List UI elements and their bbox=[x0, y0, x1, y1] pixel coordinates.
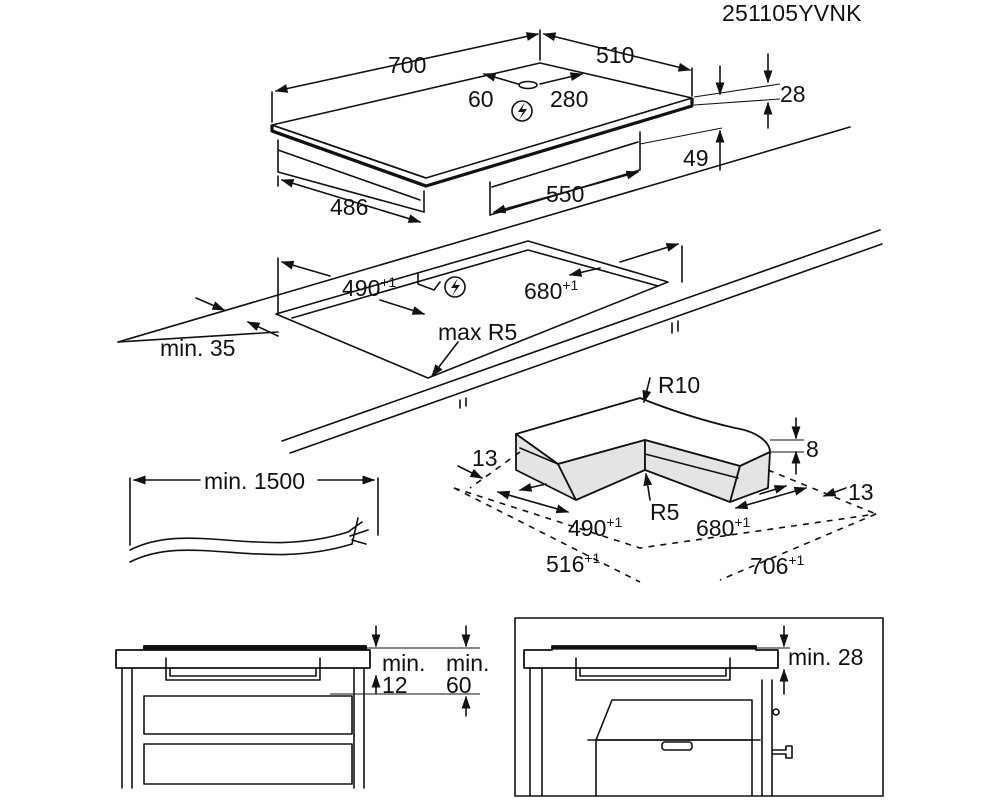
hob-thickness-label: 28 bbox=[780, 81, 806, 107]
recess-edge-left-label: 13 bbox=[472, 445, 498, 471]
max-radius-label: max R5 bbox=[438, 319, 517, 345]
cable-offset-b-label: 280 bbox=[550, 86, 588, 112]
cutout-depth-label: 490+1 bbox=[342, 274, 397, 301]
document-code: 251105YVNK bbox=[722, 0, 862, 26]
recess-rebate-label: 8 bbox=[806, 436, 819, 462]
recess-edge-right-label: 13 bbox=[848, 479, 874, 505]
recess-inner-width-label: 680+1 bbox=[696, 514, 751, 541]
cable-length-label: min. 1500 bbox=[204, 468, 305, 494]
worktop-cutout-drawing bbox=[117, 126, 883, 454]
lightning-icon bbox=[444, 276, 466, 298]
cable-drawing bbox=[129, 475, 379, 563]
cable-offset-a-label: 60 bbox=[468, 86, 494, 112]
section-oven-drawing bbox=[514, 617, 884, 797]
hob-height-label: 49 bbox=[683, 145, 709, 171]
hob-depth-label: 510 bbox=[596, 42, 634, 68]
recess-outer-depth-label: 516+1 bbox=[546, 550, 601, 577]
recess-inner-depth-label: 490+1 bbox=[568, 514, 623, 541]
min-front-label: min. 35 bbox=[160, 335, 235, 361]
section-left-a-top: min. bbox=[382, 650, 425, 676]
recess-radius-outer-label: R10 bbox=[658, 372, 700, 398]
recess-drawing bbox=[453, 377, 877, 583]
cutout-width-label: 680+1 bbox=[524, 277, 579, 304]
section-left-b-top: min. bbox=[446, 650, 489, 676]
recess-outer-width-label: 706+1 bbox=[750, 552, 805, 579]
body-depth-label: 486 bbox=[330, 194, 368, 220]
section-left-a-bottom: 12 bbox=[382, 672, 408, 698]
recess-radius-inner-label: R5 bbox=[650, 499, 679, 525]
hob-width-label: 700 bbox=[388, 52, 426, 78]
section-drawers-drawing bbox=[115, 625, 480, 789]
section-right-label: min. 28 bbox=[788, 644, 863, 670]
body-width-label: 550 bbox=[546, 181, 584, 207]
section-left-b-bottom: 60 bbox=[446, 672, 472, 698]
lightning-icon bbox=[511, 100, 533, 122]
hob-drawing bbox=[270, 29, 781, 223]
